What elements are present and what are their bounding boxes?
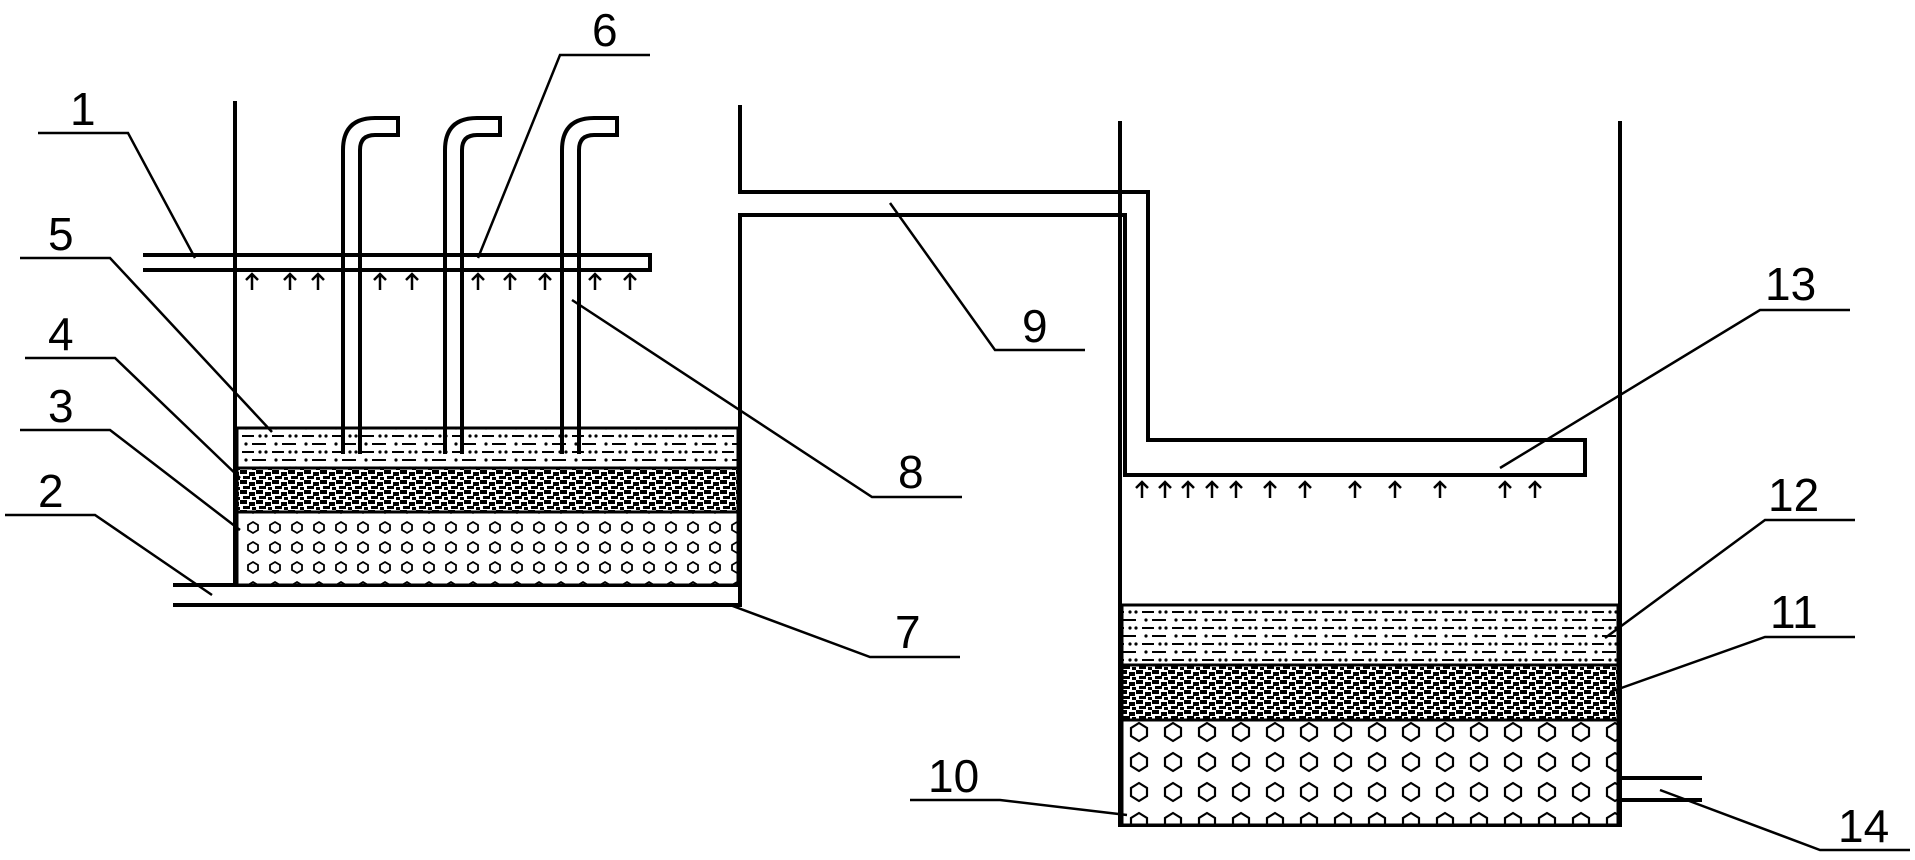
label-13: 13 [1765,258,1816,310]
left-tank [173,101,742,607]
label-4: 4 [48,308,74,360]
label-2: 2 [38,465,64,517]
connecting-pipe [738,105,1587,477]
vent-pipes [341,116,619,454]
label-6: 6 [592,4,618,56]
right-sand-layer [1120,603,1620,667]
left-spray-pipe [143,253,652,290]
label-3: 3 [48,380,74,432]
label-7: 7 [895,606,921,658]
label-1: 1 [70,83,96,135]
label-5: 5 [48,208,74,260]
left-gravel-layer [235,466,740,514]
label-11: 11 [1770,586,1818,638]
label-12: 12 [1768,469,1819,521]
leader-lines [5,53,1910,852]
left-spray-arrows [245,272,637,290]
right-tank [1118,121,1702,827]
right-hex-layer [1120,718,1620,827]
left-sand-layer [235,426,740,470]
label-9: 9 [1022,300,1048,352]
label-8: 8 [898,446,924,498]
right-spray-arrows [1135,480,1542,498]
label-10: 10 [928,750,979,802]
left-hex-layer [235,510,740,587]
label-14: 14 [1838,800,1889,852]
right-gravel-layer [1120,663,1620,722]
